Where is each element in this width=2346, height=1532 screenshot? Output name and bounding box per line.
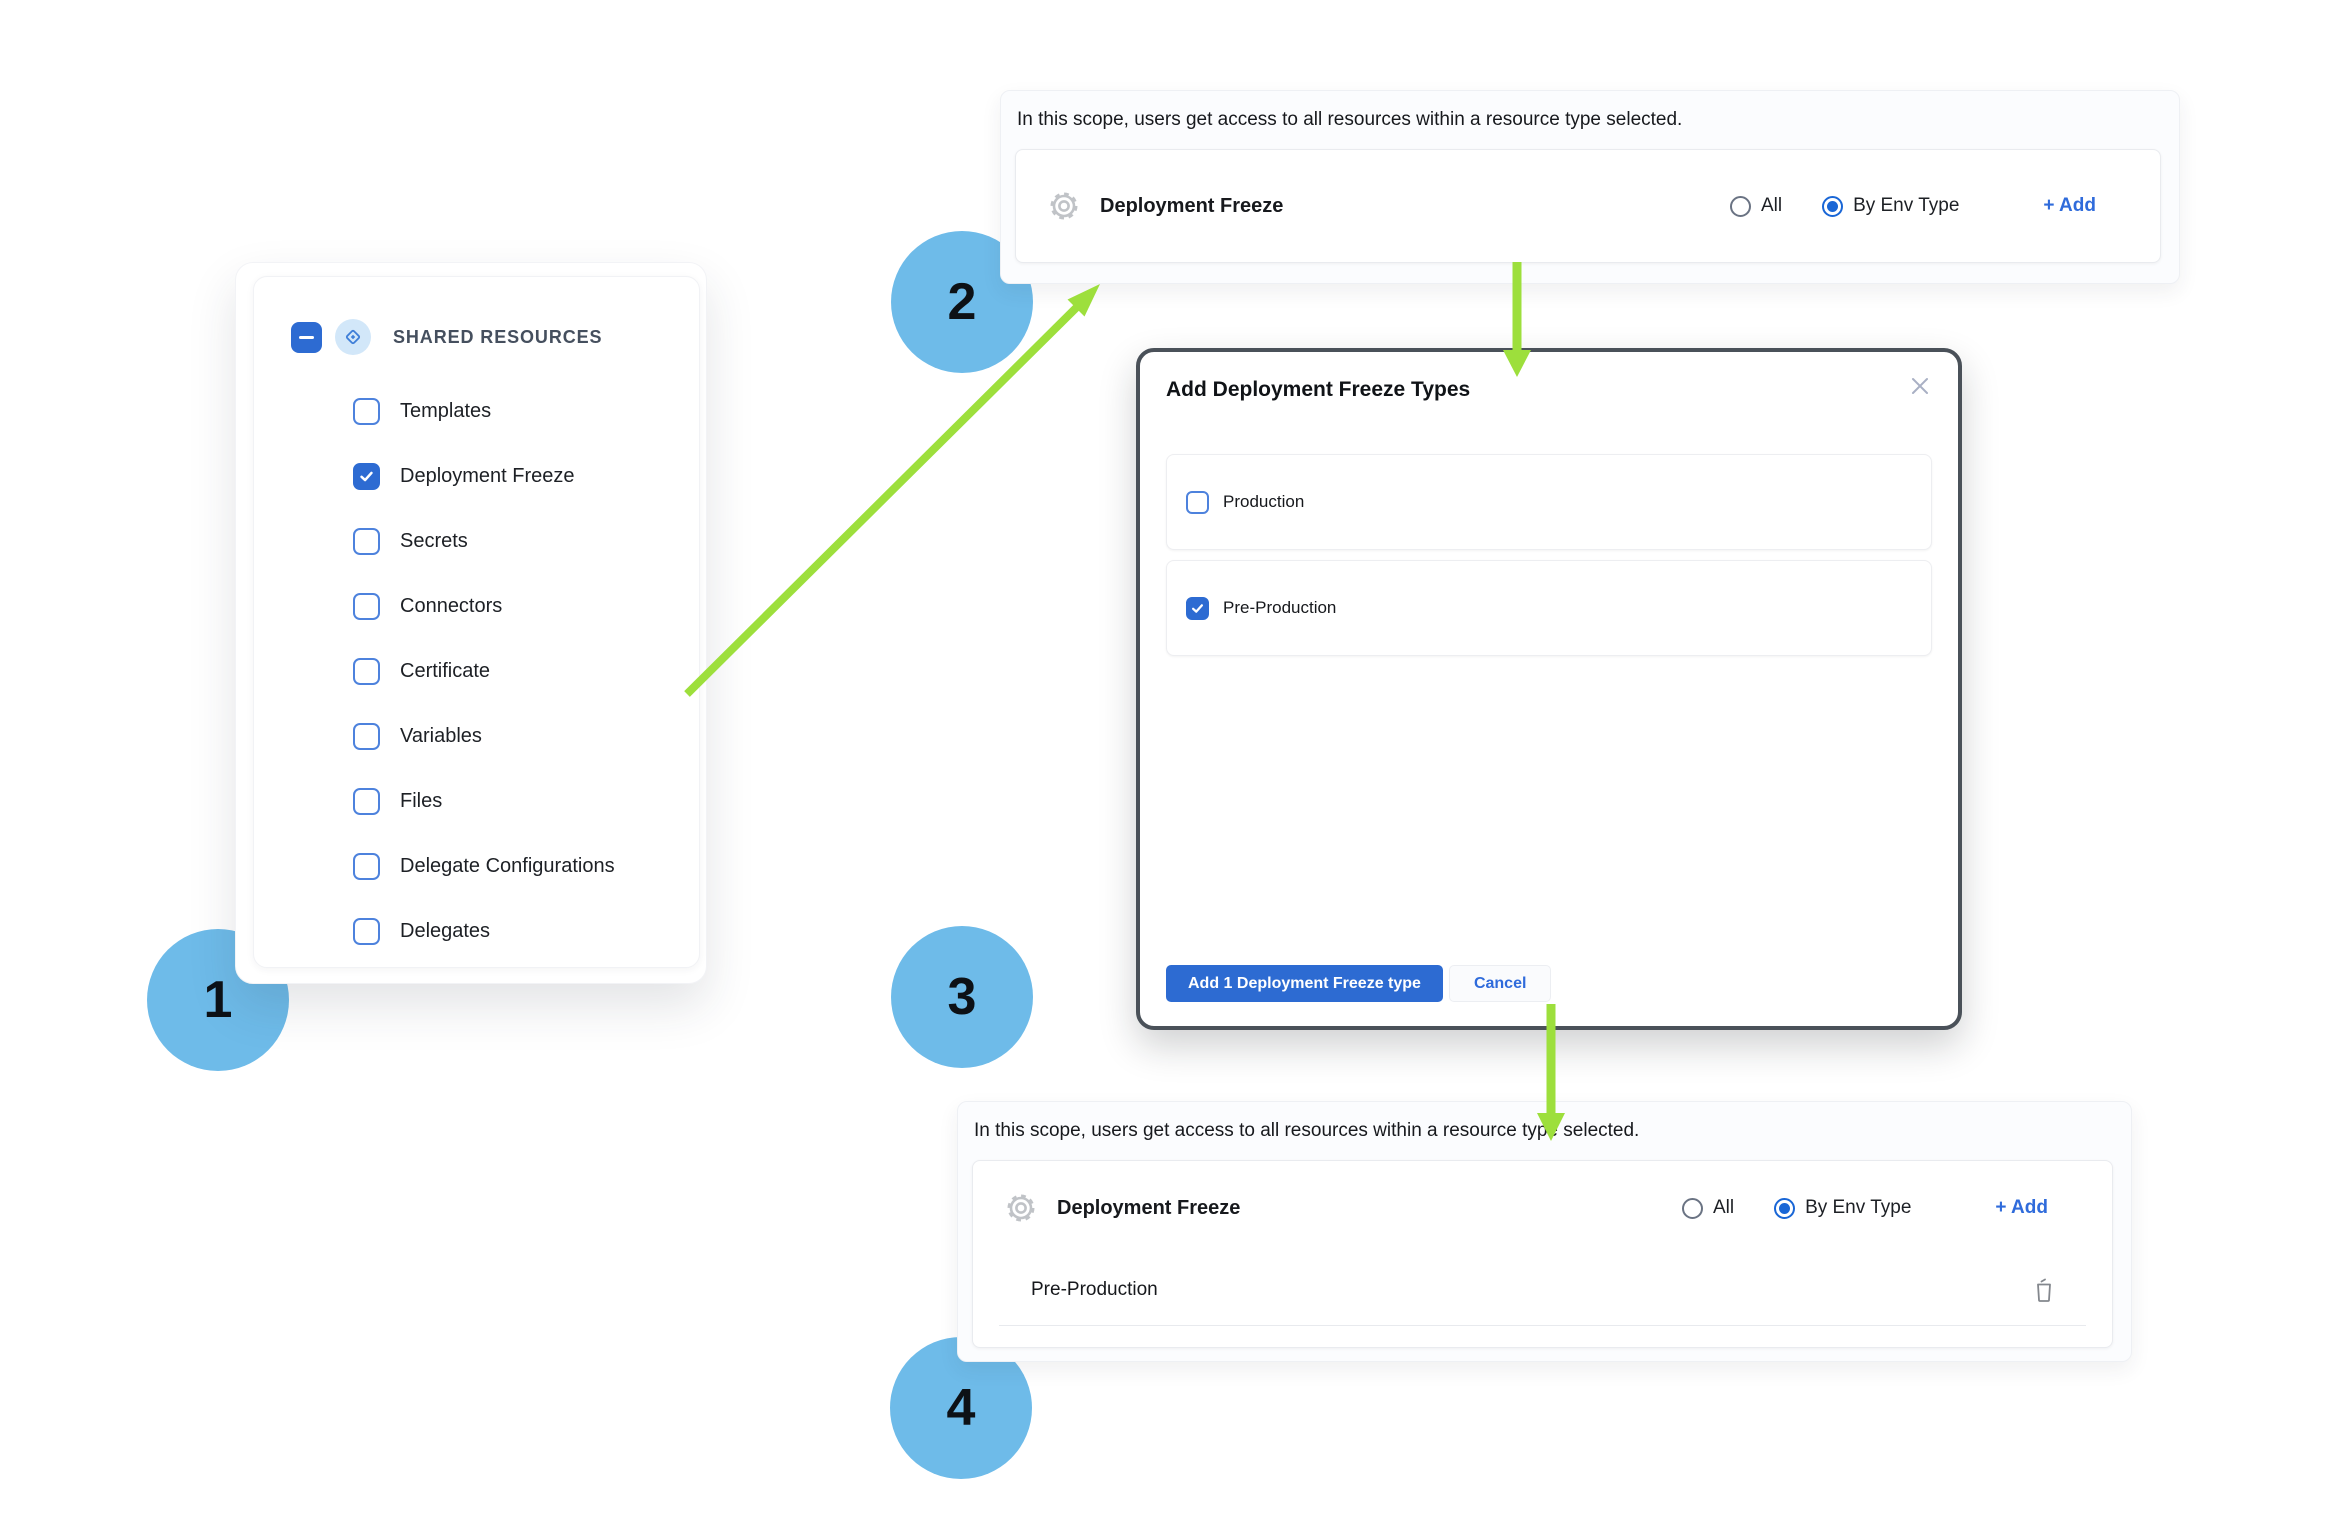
resource-name: Deployment Freeze [1057,1196,1241,1219]
list-item-delegate-configurations[interactable]: Delegate Configurations [353,834,699,899]
close-icon[interactable] [1906,372,1934,400]
list-item-connectors[interactable]: Connectors [353,574,699,639]
checkbox[interactable] [353,788,380,815]
freeze-type-label: Pre-Production [1223,598,1337,617]
access-mode-radio-group: All By Env Type [1681,1197,1911,1219]
radio-label: All [1760,195,1783,216]
resource-name: Deployment Freeze [1100,194,1284,217]
collapse-button[interactable] [291,321,322,353]
freeze-type-label: Production [1223,492,1305,511]
radio-option-by-env-type[interactable]: By Env Type [1774,1197,1911,1219]
radio-label: By Env Type [1853,195,1960,216]
modal-title: Add Deployment Freeze Types [1166,378,1471,401]
shared-resources-panel: SHARED RESOURCES Templates Deployment Fr… [253,276,700,968]
list-item-templates[interactable]: Templates [353,379,699,444]
scope-panel-top: In this scope, users get access to all r… [1000,90,2180,284]
trash-icon [2037,1278,2051,1302]
step-3-badge: 3 [891,926,1033,1068]
checkbox[interactable] [353,658,380,685]
list-item-label: Variables [400,725,482,747]
resource-card: Deployment Freeze All By Env Type + Add … [972,1160,2113,1348]
diamond-icon [345,329,361,345]
delete-button[interactable] [2032,1277,2056,1303]
resource-type-list: Templates Deployment Freeze Secrets Conn… [353,379,699,964]
resource-card: Deployment Freeze All By Env Type + Add [1015,149,2161,263]
checkbox[interactable] [353,723,380,750]
add-link[interactable]: + Add [1995,1197,2048,1218]
deployment-freeze-row: Deployment Freeze All By Env Type + Add [973,1161,2112,1255]
env-type-name: Pre-Production [1031,1279,1158,1300]
access-mode-radio-group: All By Env Type [1729,195,1959,217]
gear-icon [1007,1194,1035,1222]
cancel-button[interactable]: Cancel [1448,965,1552,1002]
list-item-label: Files [400,790,443,812]
radio-option-all[interactable]: All [1681,1197,1735,1219]
radio-by-env-type[interactable] [1774,1197,1796,1219]
radio-label: By Env Type [1805,1197,1912,1218]
minus-icon [299,335,314,339]
shared-resources-icon [335,319,371,355]
modal-footer: Add 1 Deployment Freeze type Cancel [1166,965,1932,1002]
list-item-secrets[interactable]: Secrets [353,509,699,574]
radio-option-by-env-type[interactable]: By Env Type [1822,195,1959,217]
freeze-type-row-production[interactable]: Production [1166,454,1932,550]
list-item-label: Delegates [400,920,491,942]
list-item-label: Deployment Freeze [400,465,575,487]
freeze-type-list: Production Pre-Production [1166,454,1932,656]
add-deployment-freeze-types-modal: Add Deployment Freeze Types Production P… [1136,348,1962,1030]
list-item-delegates[interactable]: Delegates [353,899,699,964]
radio-all[interactable] [1681,1197,1703,1219]
shared-resources-header: SHARED RESOURCES [291,319,699,355]
confirm-add-button[interactable]: Add 1 Deployment Freeze type [1166,965,1443,1002]
list-item-variables[interactable]: Variables [353,704,699,769]
list-item-deployment-freeze[interactable]: Deployment Freeze [353,444,699,509]
checkbox[interactable] [353,918,380,945]
list-item-label: Templates [400,400,492,422]
step2-diagonal-arrow [684,284,1100,697]
gear-icon [1050,192,1078,220]
checkbox[interactable] [353,463,380,490]
list-item-label: Secrets [400,530,468,552]
checkbox[interactable] [353,528,380,555]
row-divider [999,1325,2086,1326]
scope-description: In this scope, users get access to all r… [1017,109,1683,130]
checkbox[interactable] [353,398,380,425]
scope-description: In this scope, users get access to all r… [974,1120,1640,1141]
scope-panel-bottom: In this scope, users get access to all r… [957,1101,2132,1362]
radio-label: All [1712,1197,1735,1218]
checkbox[interactable] [353,593,380,620]
checkbox[interactable] [1186,490,1209,514]
radio-by-env-type[interactable] [1822,195,1844,217]
radio-all[interactable] [1729,195,1751,217]
radio-option-all[interactable]: All [1729,195,1783,217]
checkbox[interactable] [1186,596,1209,620]
freeze-type-row-pre-production[interactable]: Pre-Production [1166,560,1932,656]
checkbox[interactable] [353,853,380,880]
deployment-freeze-row: Deployment Freeze All By Env Type + Add [1016,150,2160,262]
list-item-label: Certificate [400,660,491,682]
list-item-label: Delegate Configurations [400,855,615,877]
add-link[interactable]: + Add [2043,195,2096,216]
list-item-certificate[interactable]: Certificate [353,639,699,704]
env-type-row-pre-production: Pre-Production [973,1255,2112,1325]
list-item-label: Connectors [400,595,503,617]
panel-title: SHARED RESOURCES [393,326,603,347]
list-item-files[interactable]: Files [353,769,699,834]
